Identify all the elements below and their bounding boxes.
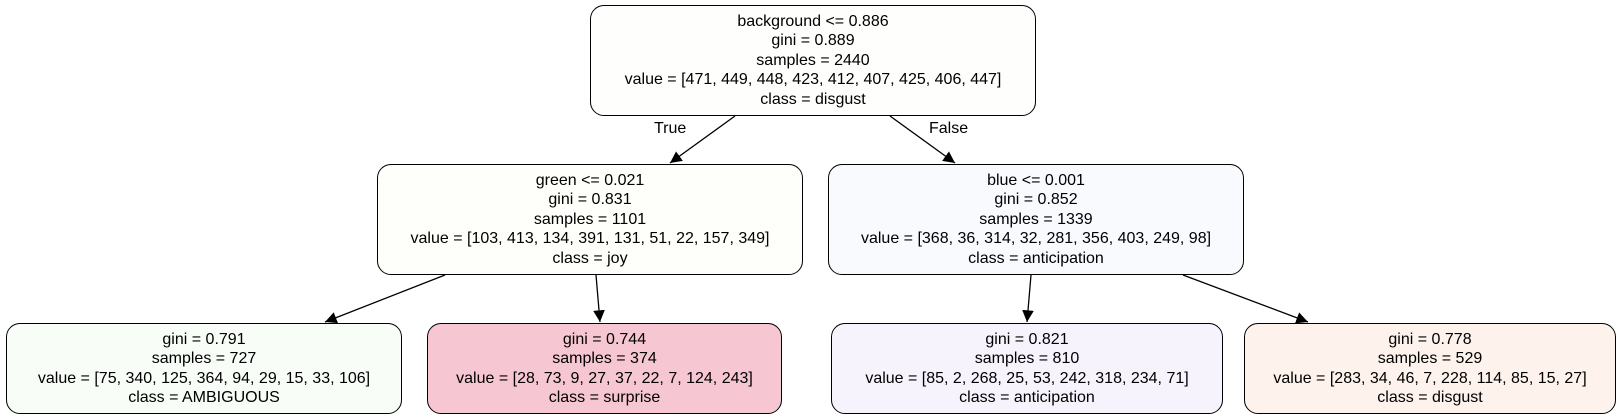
node-gini: gini = 0.744: [562, 330, 647, 348]
node-class: class = AMBIGUOUS: [128, 389, 280, 406]
node-class: class = disgust: [760, 90, 866, 108]
node-split-condition: blue <= 0.001: [987, 171, 1085, 189]
node-value: value = [85, 2, 268, 25, 53, 242, 318, 2…: [865, 369, 1189, 387]
edge-right-rl: [1022, 274, 1034, 323]
node-gini: gini = 0.791: [162, 330, 246, 348]
node-gini: gini = 0.831: [548, 191, 632, 209]
edge-root-left: [669, 115, 736, 164]
node-samples: samples = 727: [151, 350, 257, 367]
node-samples: samples = 2440: [756, 51, 870, 69]
node-class: class = surprise: [548, 389, 661, 406]
tree-leaf-left-left: gini = 0.791 samples = 727 value = [75, …: [6, 323, 402, 414]
tree-leaf-left-right: gini = 0.744 samples = 374 value = [28, …: [427, 323, 782, 414]
node-split-condition: green <= 0.021: [535, 171, 645, 189]
edge-right-rr: [1182, 274, 1309, 324]
node-class: class = anticipation: [959, 389, 1095, 406]
node-gini: gini = 0.778: [1388, 330, 1472, 348]
node-class: class = joy: [552, 249, 628, 267]
tree-node-root: background <= 0.886 gini = 0.889 samples…: [590, 5, 1036, 116]
edge-left-lr: [593, 274, 605, 323]
node-class: class = disgust: [1377, 389, 1483, 406]
node-gini: gini = 0.852: [994, 191, 1078, 209]
edge-label-true: True: [654, 120, 687, 137]
node-samples: samples = 810: [974, 350, 1080, 367]
node-value: value = [75, 340, 125, 364, 94, 29, 15, …: [37, 369, 371, 387]
node-split-condition: background <= 0.886: [737, 12, 889, 30]
node-gini: gini = 0.889: [771, 32, 855, 50]
tree-node-right: blue <= 0.001 gini = 0.852 samples = 133…: [828, 164, 1244, 275]
node-samples: samples = 1101: [533, 210, 647, 228]
node-value: value = [103, 413, 134, 391, 131, 51, 22…: [410, 230, 770, 248]
node-class: class = anticipation: [968, 249, 1104, 267]
node-samples: samples = 374: [552, 350, 657, 367]
edge-left-ll: [324, 274, 446, 324]
node-value: value = [368, 36, 314, 32, 281, 356, 403…: [860, 230, 1212, 248]
tree-leaf-right-left: gini = 0.821 samples = 810 value = [85, …: [831, 323, 1223, 414]
tree-leaf-right-right: gini = 0.778 samples = 529 value = [283,…: [1244, 323, 1616, 414]
node-value: value = [471, 449, 448, 423, 412, 407, 4…: [624, 71, 1002, 89]
edge-label-false: False: [929, 120, 969, 137]
node-value: value = [283, 34, 46, 7, 228, 114, 85, 1…: [1273, 369, 1587, 387]
node-samples: samples = 529: [1377, 350, 1483, 367]
node-samples: samples = 1339: [979, 210, 1093, 228]
node-value: value = [28, 73, 9, 27, 37, 22, 7, 124, …: [456, 369, 753, 387]
edge-root-right: [889, 115, 956, 164]
node-gini: gini = 0.821: [985, 330, 1069, 348]
tree-node-left: green <= 0.021 gini = 0.831 samples = 11…: [377, 164, 803, 275]
